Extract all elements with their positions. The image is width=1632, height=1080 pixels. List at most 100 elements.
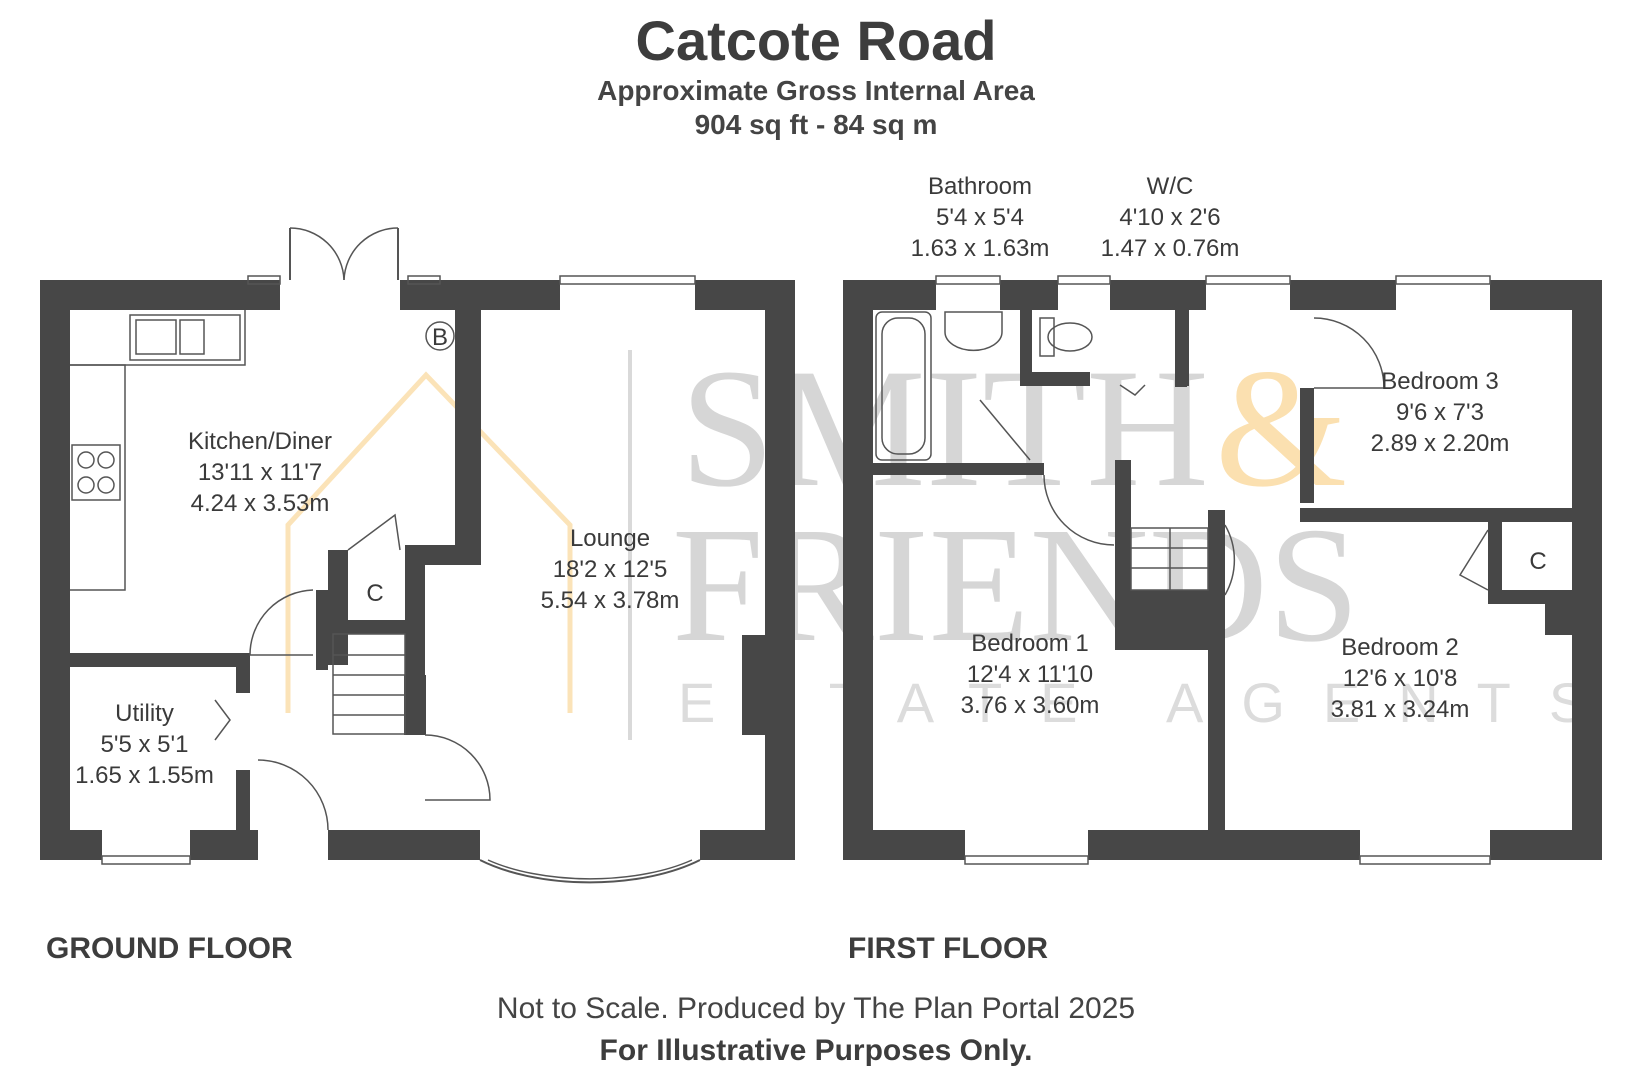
room-dimensions-metric: 3.76 x 3.60m: [960, 692, 1100, 719]
ff-window-bathroom: [935, 275, 1001, 285]
room-name: Utility: [115, 700, 174, 727]
boiler-label: B: [431, 324, 448, 351]
gf-door-cupboard: [347, 513, 401, 551]
room-label-bedroom-2: Bedroom 2 12'6 x 10'8 3.81 x 3.24m: [1305, 632, 1495, 725]
gf-wall-cupboard-bottom: [328, 620, 408, 634]
room-dimensions-imperial: 9'6 x 7'3: [1396, 399, 1484, 426]
ff-door-bedroom1: [1043, 474, 1115, 546]
cupboard-label: C: [366, 580, 384, 607]
room-name: W/C: [1146, 173, 1194, 200]
gf-wall-stairs-right: [404, 675, 426, 735]
ff-window-bedroom3: [1395, 275, 1491, 285]
room-dimensions-imperial: 4'10 x 2'6: [1119, 204, 1221, 231]
ff-wall-cupboard-left: [1488, 522, 1502, 602]
gf-hob-ring-4: [97, 476, 115, 494]
ff-wall-right: [1572, 280, 1602, 860]
ff-wall-top-3: [1110, 280, 1206, 310]
gf-door-utility: [214, 699, 231, 741]
gf-french-door-swing-right: [343, 227, 399, 281]
gf-wall-top-lounge-left: [440, 280, 560, 310]
gf-window-utility: [101, 855, 191, 865]
gf-sink-bowl-2: [179, 319, 205, 355]
gf-door-front: [257, 759, 329, 831]
first-floor-label: FIRST FLOOR: [848, 932, 1048, 965]
footer-illustrative-note: For Illustrative Purposes Only.: [599, 1034, 1033, 1067]
gf-boiler-icon: [425, 321, 455, 351]
area-caption: Approximate Gross Internal Area: [597, 75, 1035, 106]
room-dimensions-imperial: 18'2 x 12'5: [552, 556, 668, 583]
room-dimensions-imperial: 12'6 x 10'8: [1342, 665, 1458, 692]
gf-wall-left: [40, 280, 70, 860]
gf-bay-window-inner: [487, 859, 693, 880]
room-dimensions-metric: 3.81 x 3.24m: [1330, 696, 1470, 723]
room-label-lounge: Lounge 18'2 x 12'5 5.54 x 3.78m: [515, 523, 705, 616]
ground-floor-fixtures: [70, 227, 701, 884]
room-name: Bedroom 3: [1381, 368, 1499, 395]
ff-bath-icon: [875, 311, 932, 461]
gf-worktop-left: [70, 364, 126, 591]
ff-window-landing: [1205, 275, 1291, 285]
watermark-ampersand: &: [1215, 334, 1347, 522]
ff-wall-bed3-left: [1300, 388, 1314, 503]
gf-wall-bottom-2: [190, 830, 258, 860]
ff-toilet-icon: [1047, 322, 1093, 352]
room-dimensions-metric: 1.65 x 1.55m: [75, 762, 214, 789]
gf-door-kitchen: [249, 589, 314, 656]
ff-door-bathroom: [979, 399, 1031, 461]
gf-hob-ring-2: [97, 451, 115, 469]
ff-window-bedroom2: [1359, 855, 1491, 865]
ff-stair-well: [1128, 590, 1213, 650]
gf-sink-icon: [129, 314, 241, 361]
gf-window-boiler: [407, 275, 441, 285]
ground-floor-plan: [40, 280, 795, 860]
gf-wall-bottom-1: [40, 830, 102, 860]
room-dimensions-metric: 1.63 x 1.63m: [910, 235, 1050, 262]
ff-door-cupboard: [1458, 529, 1489, 591]
gf-wall-bottom-4: [700, 830, 795, 860]
first-floor-fixtures: [875, 275, 1491, 865]
cupboard-label-first-floor: C: [1529, 548, 1547, 575]
ff-door-wc: [1119, 384, 1146, 396]
ff-wall-bath-bottom: [868, 463, 1044, 475]
gf-hob-ring-3: [77, 476, 95, 494]
ff-wall-bath-wc: [1020, 296, 1032, 386]
plan-title: Catcote Road: [635, 9, 997, 72]
gf-wall-bottom-3: [328, 830, 480, 860]
ff-wall-wc-right: [1175, 296, 1189, 386]
gf-wall-utility-top: [70, 653, 250, 667]
room-dimensions-metric: 1.47 x 0.76m: [1100, 235, 1240, 262]
room-name: Bathroom: [927, 173, 1033, 200]
room-label-bedroom-3: Bedroom 3 9'6 x 7'3 2.89 x 2.20m: [1350, 366, 1530, 459]
gf-stairs-icon: [332, 633, 406, 735]
footer-disclaimer: Not to Scale. Produced by The Plan Porta…: [496, 992, 1136, 1025]
gf-wall-kitchen-lounge: [455, 310, 481, 555]
ff-wall-cupboard-step: [1545, 600, 1575, 635]
room-dimensions-imperial: 5'5 x 5'1: [100, 731, 189, 758]
ff-wall-wc-bottom-left: [1030, 372, 1090, 386]
gf-wall-cupboard-left: [328, 550, 348, 665]
room-label-kitchen-diner: Kitchen/Diner 13'11 x 11'7 4.24 x 3.53m: [165, 426, 355, 519]
room-dimensions-metric: 5.54 x 3.78m: [540, 587, 680, 614]
ff-window-wc: [1057, 275, 1111, 285]
ff-wall-bottom-1: [843, 830, 965, 860]
plan-subtitle: Approximate Gross Internal Area 904 sq f…: [0, 74, 1632, 142]
room-label-bathroom: Bathroom 5'4 x 5'4 1.63 x 1.63m: [895, 171, 1065, 264]
room-label-utility: Utility 5'5 x 5'1 1.65 x 1.55m: [62, 698, 227, 791]
gf-wall-hall-lounge: [405, 555, 425, 675]
ff-window-bedroom1: [964, 855, 1089, 865]
room-name: Lounge: [569, 525, 651, 552]
ground-floor-label: GROUND FLOOR: [46, 932, 293, 965]
room-name: Bedroom 1: [971, 630, 1089, 657]
ff-wall-bottom-3: [1490, 830, 1602, 860]
gf-sink-bowl-1: [135, 319, 177, 355]
ff-wall-bed3-bottom: [1300, 508, 1575, 522]
gf-french-door-swing-left: [289, 227, 345, 281]
ff-door-bedroom2: [1224, 524, 1236, 596]
gf-bay-window-outer: [479, 859, 701, 884]
ff-wall-bed1-bed2: [1208, 510, 1225, 860]
ff-wall-top-4: [1290, 280, 1396, 310]
ff-door-bedroom3: [1313, 317, 1385, 389]
gf-wall-utility-right-bottom: [236, 770, 250, 830]
gf-wall-utility-right-top: [236, 653, 250, 693]
